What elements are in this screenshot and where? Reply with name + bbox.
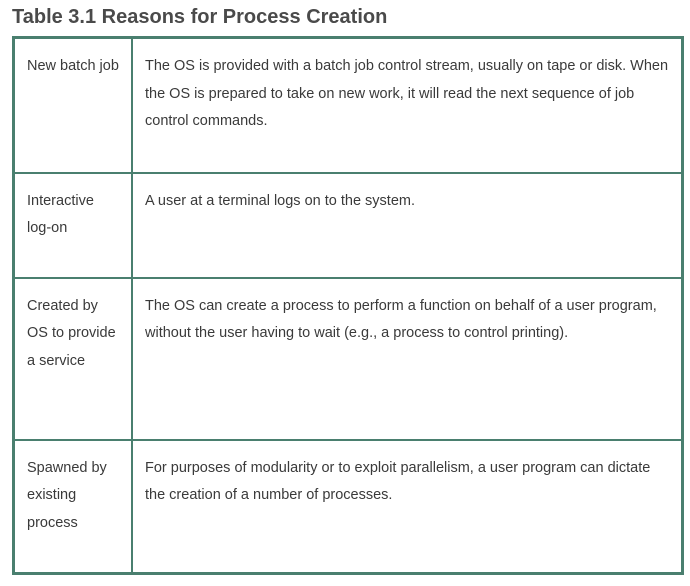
reason-cell: Spawned by existing process [12, 438, 133, 575]
description-cell: For purposes of modularity or to exploit… [131, 438, 684, 575]
description-cell: A user at a terminal logs on to the syst… [131, 171, 684, 279]
table-title: Table 3.1 Reasons for Process Creation [12, 6, 388, 28]
reason-cell: Interactive log-on [12, 171, 133, 279]
reason-cell: New batch job [12, 36, 133, 174]
reason-cell: Created by OS to provide a service [12, 276, 133, 441]
description-cell: The OS is provided with a batch job cont… [131, 36, 684, 174]
description-cell: The OS can create a process to perform a… [131, 276, 684, 441]
